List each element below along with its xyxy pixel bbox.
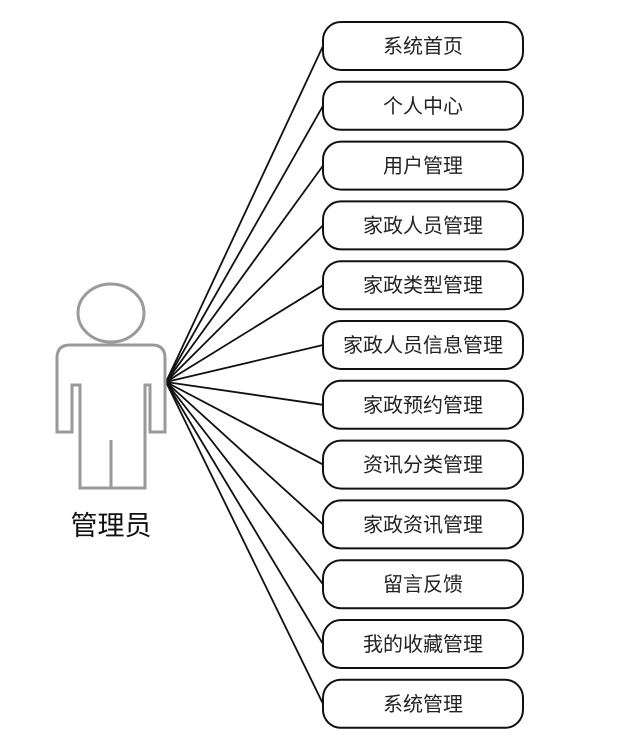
association-lines <box>165 45 324 705</box>
use-case-item: 家政资讯管理 <box>322 499 524 550</box>
association-line <box>165 105 324 383</box>
use-case-label: 用户管理 <box>383 154 463 178</box>
actor-head <box>76 282 146 344</box>
use-case-item: 留言反馈 <box>322 559 524 610</box>
use-case-item: 家政人员管理 <box>322 200 524 251</box>
use-case-box <box>322 379 524 430</box>
use-case-item: 个人中心 <box>322 80 524 131</box>
use-case-item: 系统首页 <box>322 21 524 71</box>
use-case-box <box>322 320 524 370</box>
use-case-item: 家政预约管理 <box>322 379 524 430</box>
association-line <box>165 284 324 383</box>
use-case-label: 我的收藏管理 <box>363 632 483 656</box>
use-case-label: 系统首页 <box>383 34 463 58</box>
use-case-box <box>322 499 524 550</box>
actor-body <box>55 343 167 490</box>
association-line <box>165 381 324 406</box>
use-case-label: 个人中心 <box>383 94 463 118</box>
use-case-label: 家政资讯管理 <box>363 512 483 536</box>
use-case-box <box>322 80 524 131</box>
association-line <box>165 381 324 526</box>
association-line <box>165 381 324 705</box>
use-case-item: 家政人员信息管理 <box>322 320 524 370</box>
use-case-item: 系统管理 <box>322 678 524 729</box>
person-icon <box>55 282 167 490</box>
use-case-box <box>322 260 524 311</box>
use-case-label: 留言反馈 <box>383 572 463 596</box>
use-case-item: 用户管理 <box>322 140 524 191</box>
actor-figure: 管理员 <box>55 282 167 542</box>
use-case-label: 资讯分类管理 <box>363 453 483 477</box>
use-case-label: 家政人员管理 <box>363 213 483 237</box>
association-line <box>165 224 324 383</box>
association-line <box>165 45 324 383</box>
use-case-box <box>322 21 524 71</box>
use-case-item: 资讯分类管理 <box>322 439 524 490</box>
association-line <box>165 381 324 645</box>
use-case-box <box>322 200 524 251</box>
use-case-box <box>322 678 524 729</box>
use-case-label: 家政预约管理 <box>363 393 483 417</box>
association-line <box>165 381 324 466</box>
use-case-label: 系统管理 <box>383 692 463 716</box>
association-line <box>165 165 324 383</box>
use-case-item: 我的收藏管理 <box>322 619 524 669</box>
association-line <box>165 381 324 585</box>
actor-label: 管理员 <box>71 511 152 542</box>
use-case-box <box>322 140 524 191</box>
use-case-box <box>322 439 524 490</box>
use-case-box <box>322 559 524 610</box>
association-line <box>165 344 324 383</box>
use-case-item: 家政类型管理 <box>322 260 524 311</box>
use-case-box <box>322 619 524 669</box>
use-case-list: 系统首页个人中心用户管理家政人员管理家政类型管理家政人员信息管理家政预约管理资讯… <box>322 21 524 729</box>
use-case-label: 家政人员信息管理 <box>343 333 503 357</box>
use-case-label: 家政类型管理 <box>363 273 483 297</box>
